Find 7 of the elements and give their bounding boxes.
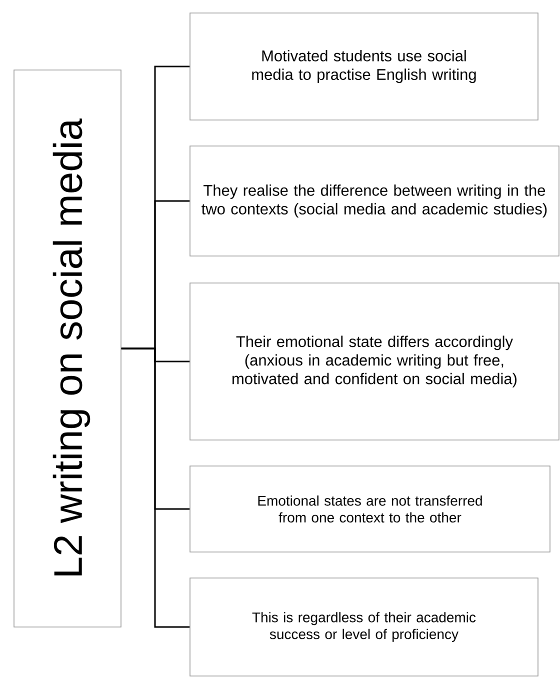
text-box: This is regardless of their academic success or level of proficiency <box>190 578 538 676</box>
connector <box>121 348 190 628</box>
text-box: Motivated students use social media to practise English writing <box>190 12 538 120</box>
text-box: They realise the difference between writing in the two contexts (social media and academic studies) <box>190 146 560 256</box>
text-box: Their emotional state differs accordingly (anxious in academic writing but free, motivated and confident on social media) <box>190 282 560 440</box>
text-box: Emotional states are not transferred from one context to the other <box>190 466 550 552</box>
title-box: L2 writing on social media <box>14 70 122 628</box>
